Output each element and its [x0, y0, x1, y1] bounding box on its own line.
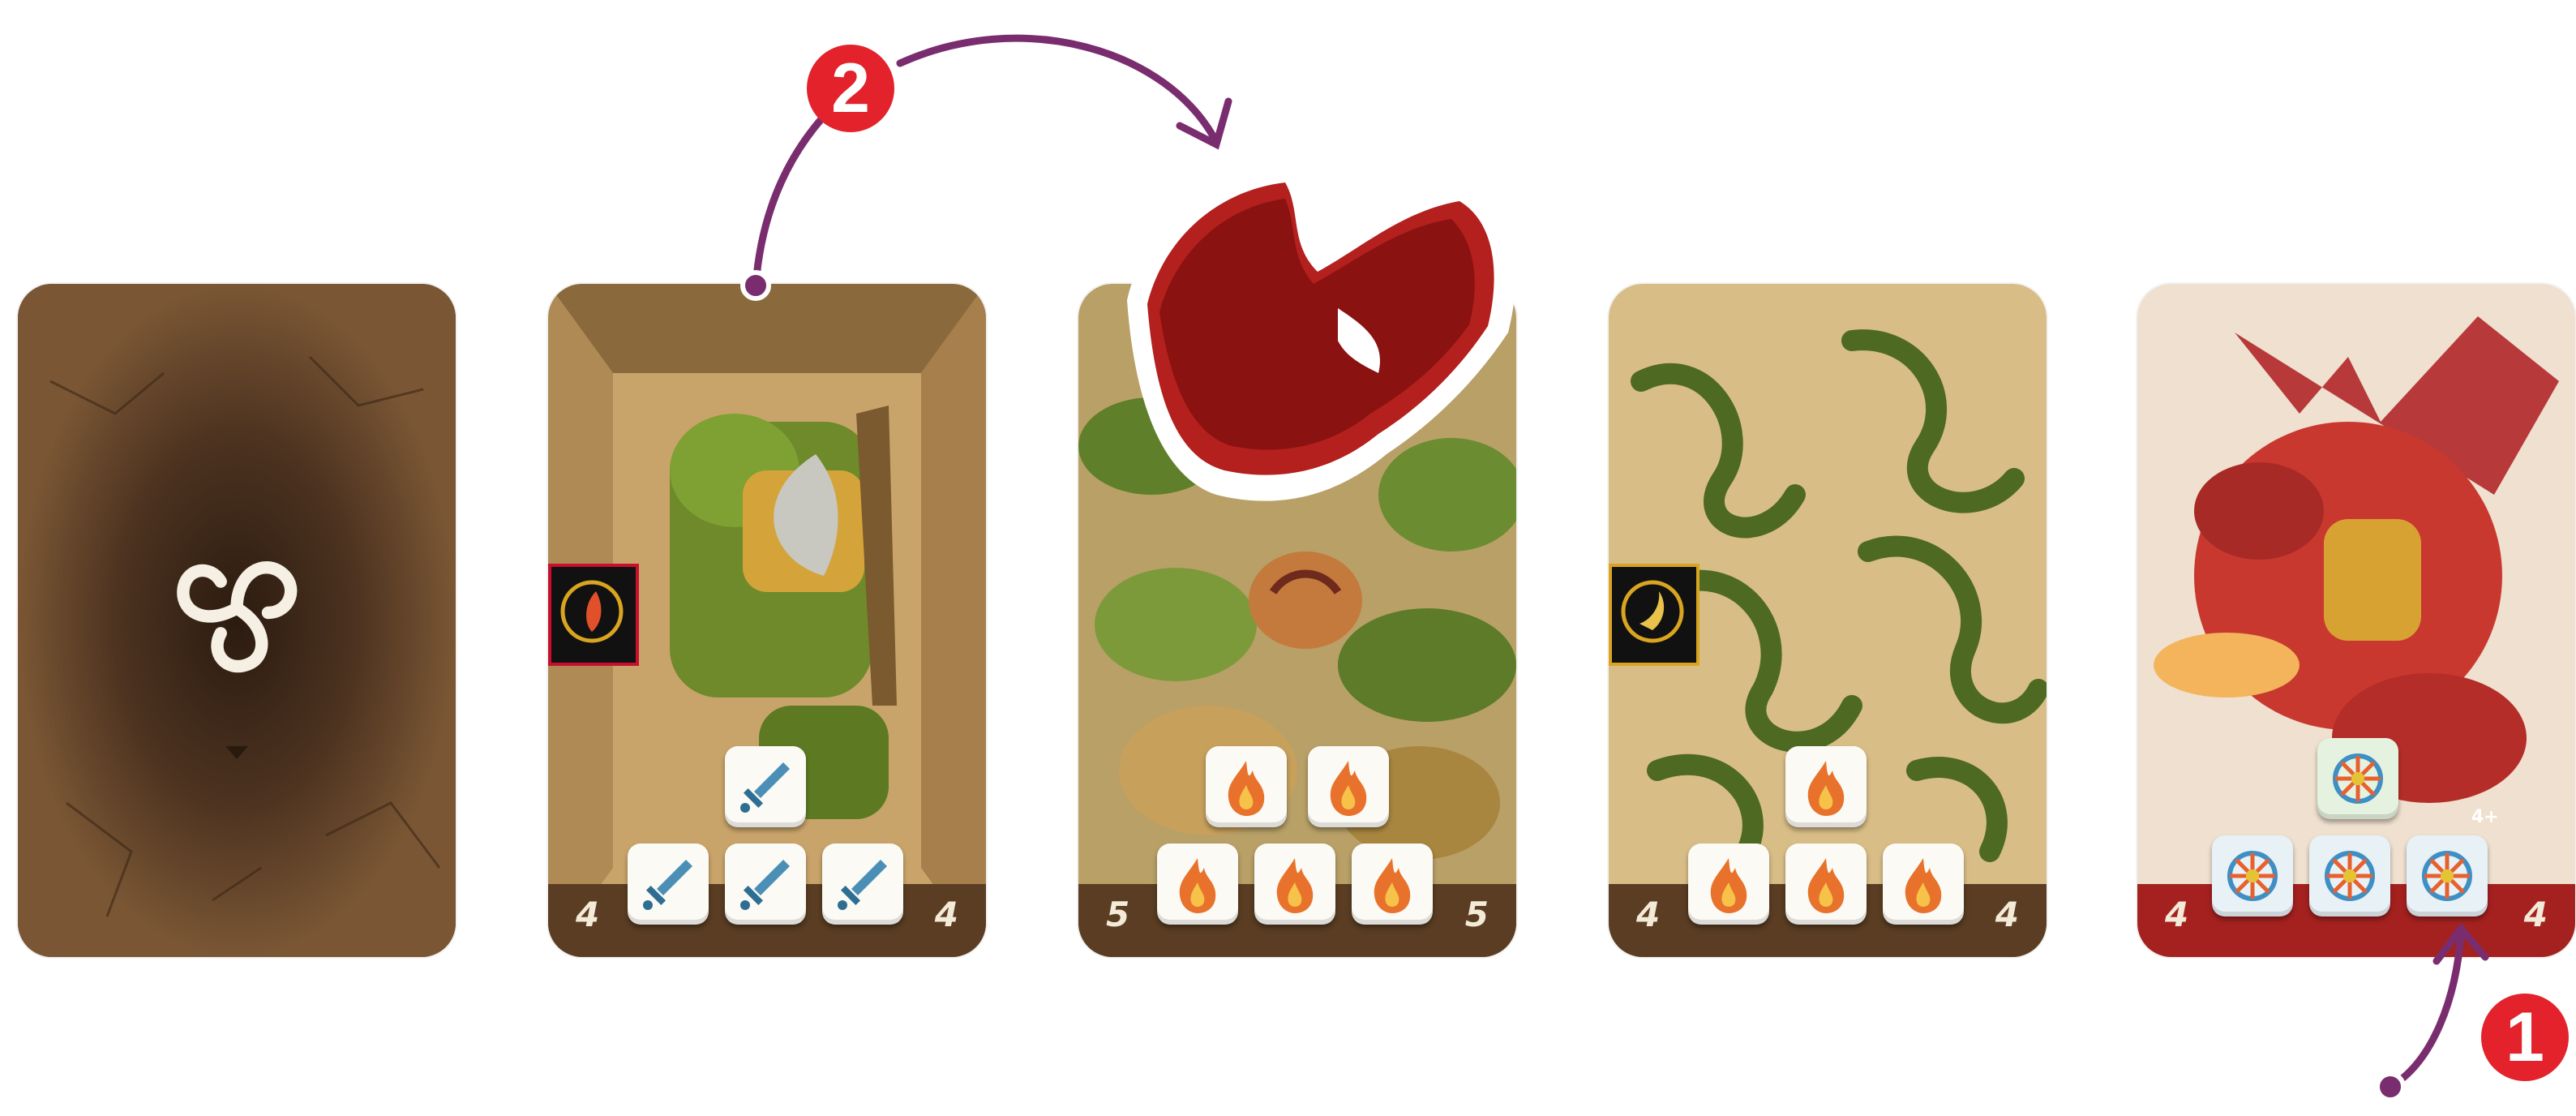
card-left-value: 4 — [576, 895, 599, 934]
fire-icon — [1360, 852, 1425, 916]
card-right-value: 5 — [1465, 895, 1489, 934]
wild-icon — [2415, 843, 2480, 908]
fire-die — [1785, 843, 1867, 925]
card-right-value: 4 — [2524, 895, 2548, 934]
fire-icon — [1214, 754, 1279, 819]
wild-icon — [2325, 746, 2390, 811]
wild-die — [2309, 835, 2390, 916]
sword-icon — [733, 852, 798, 916]
wild-die — [2317, 738, 2398, 819]
fire-die — [1157, 843, 1238, 925]
triskelion-icon — [148, 519, 326, 698]
fire-icon — [1891, 852, 1956, 916]
fire-die — [1883, 843, 1964, 925]
dragon-token-icon[interactable] — [1095, 138, 1549, 543]
card-right-value: 4 — [1995, 895, 2019, 934]
wild-die — [2407, 835, 2488, 916]
step-1-marker: 1 — [2481, 994, 2569, 1081]
fire-die — [1688, 843, 1769, 925]
sword-icon — [830, 852, 895, 916]
air-element-icon — [1609, 564, 1699, 666]
fire-icon — [1262, 852, 1327, 916]
fire-element-icon — [548, 564, 639, 666]
wild-icon — [2220, 843, 2285, 908]
wild-die — [2212, 835, 2293, 916]
fire-die — [1206, 746, 1287, 827]
orc-monster-card[interactable]: 4 4 — [548, 284, 986, 957]
fire-die — [1785, 746, 1867, 827]
fire-icon — [1165, 852, 1230, 916]
fire-die — [1254, 843, 1335, 925]
sword-icon — [636, 852, 701, 916]
deck-card-back[interactable] — [18, 284, 456, 957]
sword-icon — [733, 754, 798, 819]
fire-icon — [1794, 754, 1858, 819]
fire-icon — [1696, 852, 1761, 916]
step-2-marker: 2 — [807, 45, 894, 132]
sword-die — [725, 843, 806, 925]
threshold-label: 4+ — [2471, 807, 2499, 827]
dragon-card[interactable]: 4+ 4 4 — [2137, 284, 2575, 957]
fire-icon — [1316, 754, 1381, 819]
sword-die — [725, 746, 806, 827]
vines-monster-card[interactable]: 4 4 — [1609, 284, 2047, 957]
sword-die — [822, 843, 903, 925]
fire-icon — [1794, 852, 1858, 916]
card-left-value: 4 — [2165, 895, 2188, 934]
card-right-value: 4 — [935, 895, 958, 934]
fire-die — [1352, 843, 1433, 925]
fire-die — [1308, 746, 1389, 827]
card-left-value: 5 — [1106, 895, 1129, 934]
card-left-value: 4 — [1636, 895, 1660, 934]
wild-icon — [2317, 843, 2382, 908]
sword-die — [628, 843, 709, 925]
